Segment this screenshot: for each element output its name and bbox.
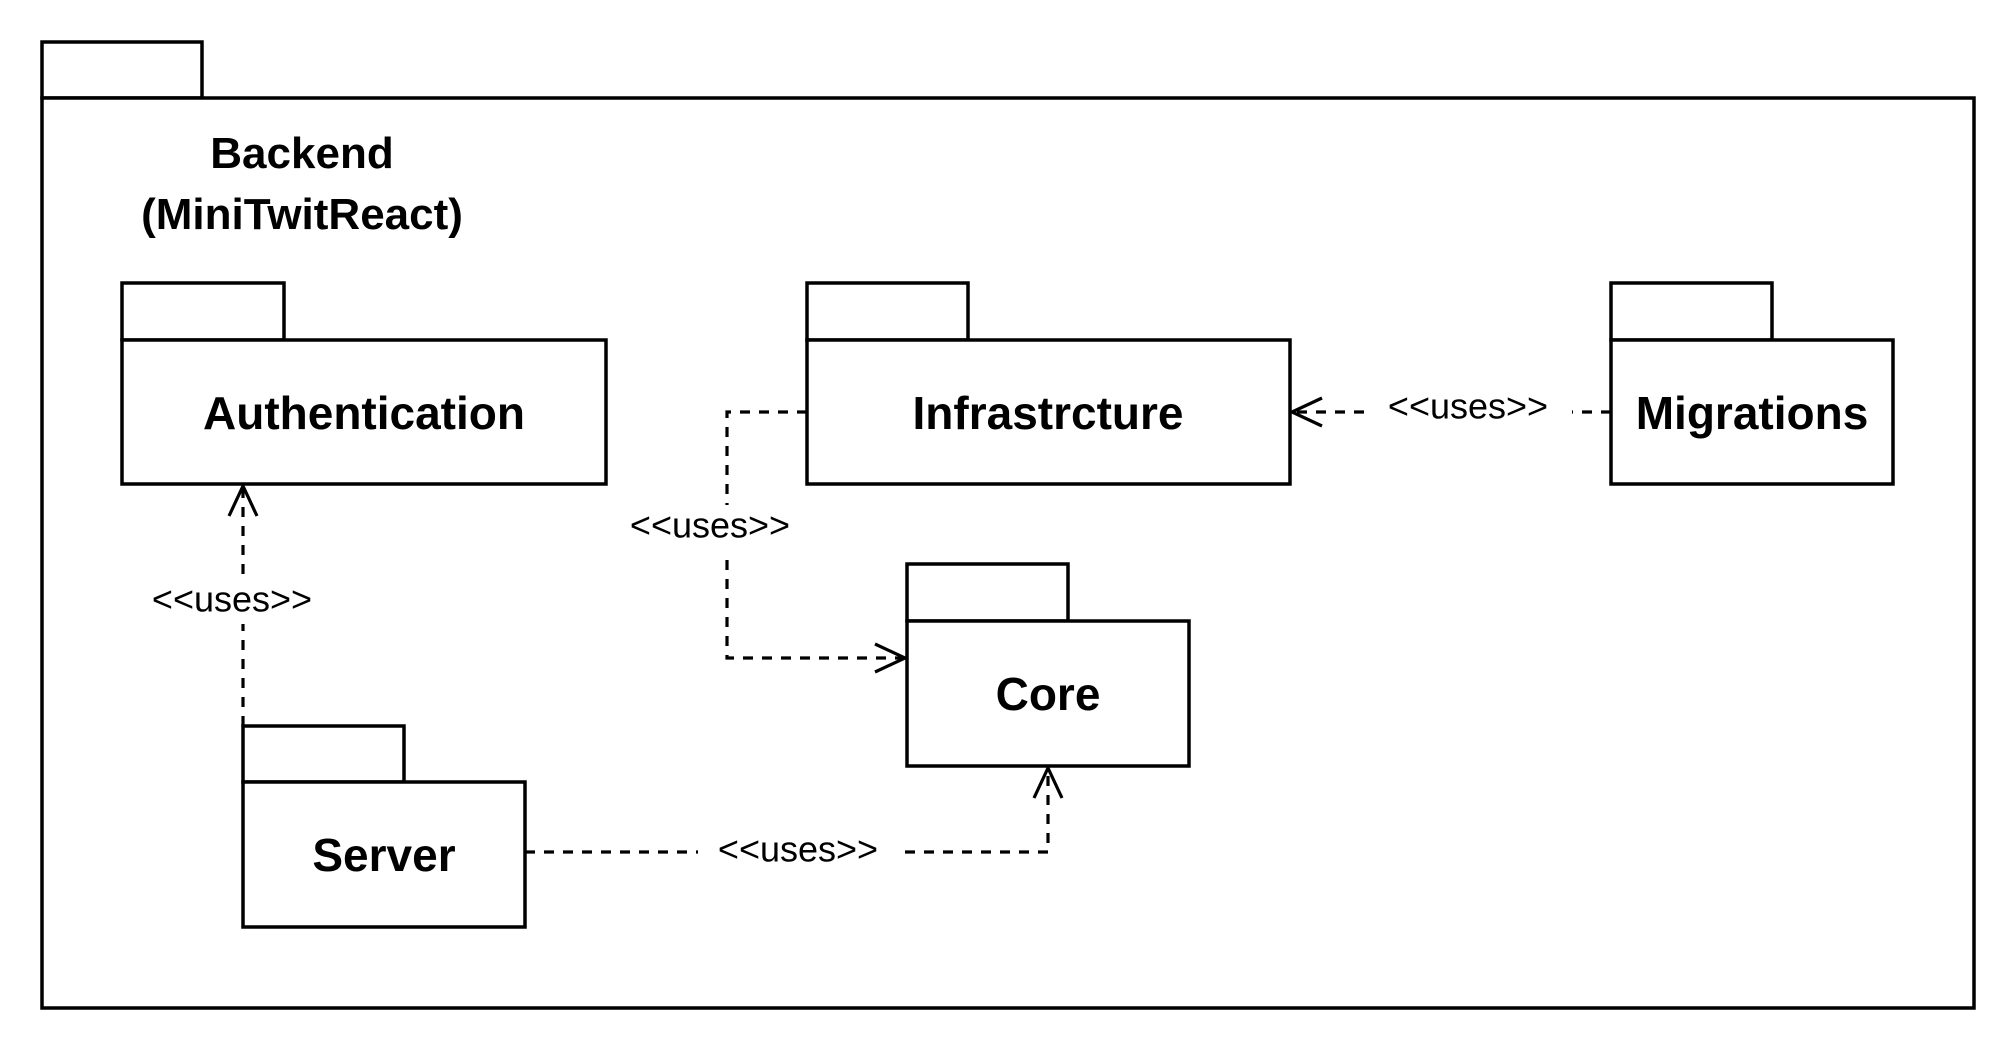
dependency-line (725, 410, 903, 660)
arrow-head-icon (227, 482, 259, 517)
package-server-tab (241, 724, 406, 784)
arrow-head-icon (1288, 396, 1323, 428)
package-infrastructure-label: Infrastrcture (913, 387, 1184, 439)
package-core[interactable]: Core (905, 562, 1191, 768)
package-authentication[interactable]: Authentication (120, 281, 608, 486)
dependency-label-bg (698, 829, 898, 875)
package-core-body (905, 619, 1191, 768)
package-server-body (241, 780, 527, 929)
dependency-label-bg (132, 578, 332, 624)
package-migrations[interactable]: Migrations (1609, 281, 1895, 486)
package-migrations-body (1609, 338, 1895, 486)
package-authentication-tab (120, 281, 286, 342)
dependency-label: <<uses>> (1388, 386, 1548, 427)
dependency-label-bg (1364, 386, 1572, 432)
dependency-server-authentication[interactable]: <<uses>> (132, 482, 332, 726)
dependency-server-core[interactable]: <<uses>> (525, 764, 1064, 875)
package-backend-title-line1: Backend (210, 129, 393, 178)
package-authentication-label: Authentication (203, 387, 525, 439)
package-backend-title-line2: (MiniTwitReact) (141, 190, 463, 239)
arrow-head-icon (874, 642, 909, 674)
package-migrations-tab (1609, 281, 1774, 342)
package-authentication-body (120, 338, 608, 486)
package-server[interactable]: Server (241, 724, 527, 929)
dependency-label: <<uses>> (152, 579, 312, 620)
package-backend-tab (40, 40, 204, 100)
dependency-label-bg (610, 505, 810, 551)
package-core-label: Core (996, 668, 1101, 720)
dependency-migrations-infrastructure[interactable]: <<uses>> (1288, 386, 1611, 432)
package-core-tab (905, 562, 1070, 623)
package-migrations-label: Migrations (1636, 387, 1869, 439)
arrow-head-icon (1032, 764, 1064, 799)
dependency-label: <<uses>> (630, 505, 790, 546)
dependency-label: <<uses>> (718, 829, 878, 870)
package-infrastructure-tab (805, 281, 970, 342)
dependency-infrastructure-core[interactable]: <<uses>> (610, 410, 909, 674)
package-infrastructure-body (805, 338, 1292, 486)
package-server-label: Server (312, 829, 455, 881)
package-infrastructure[interactable]: Infrastrcture (805, 281, 1292, 486)
